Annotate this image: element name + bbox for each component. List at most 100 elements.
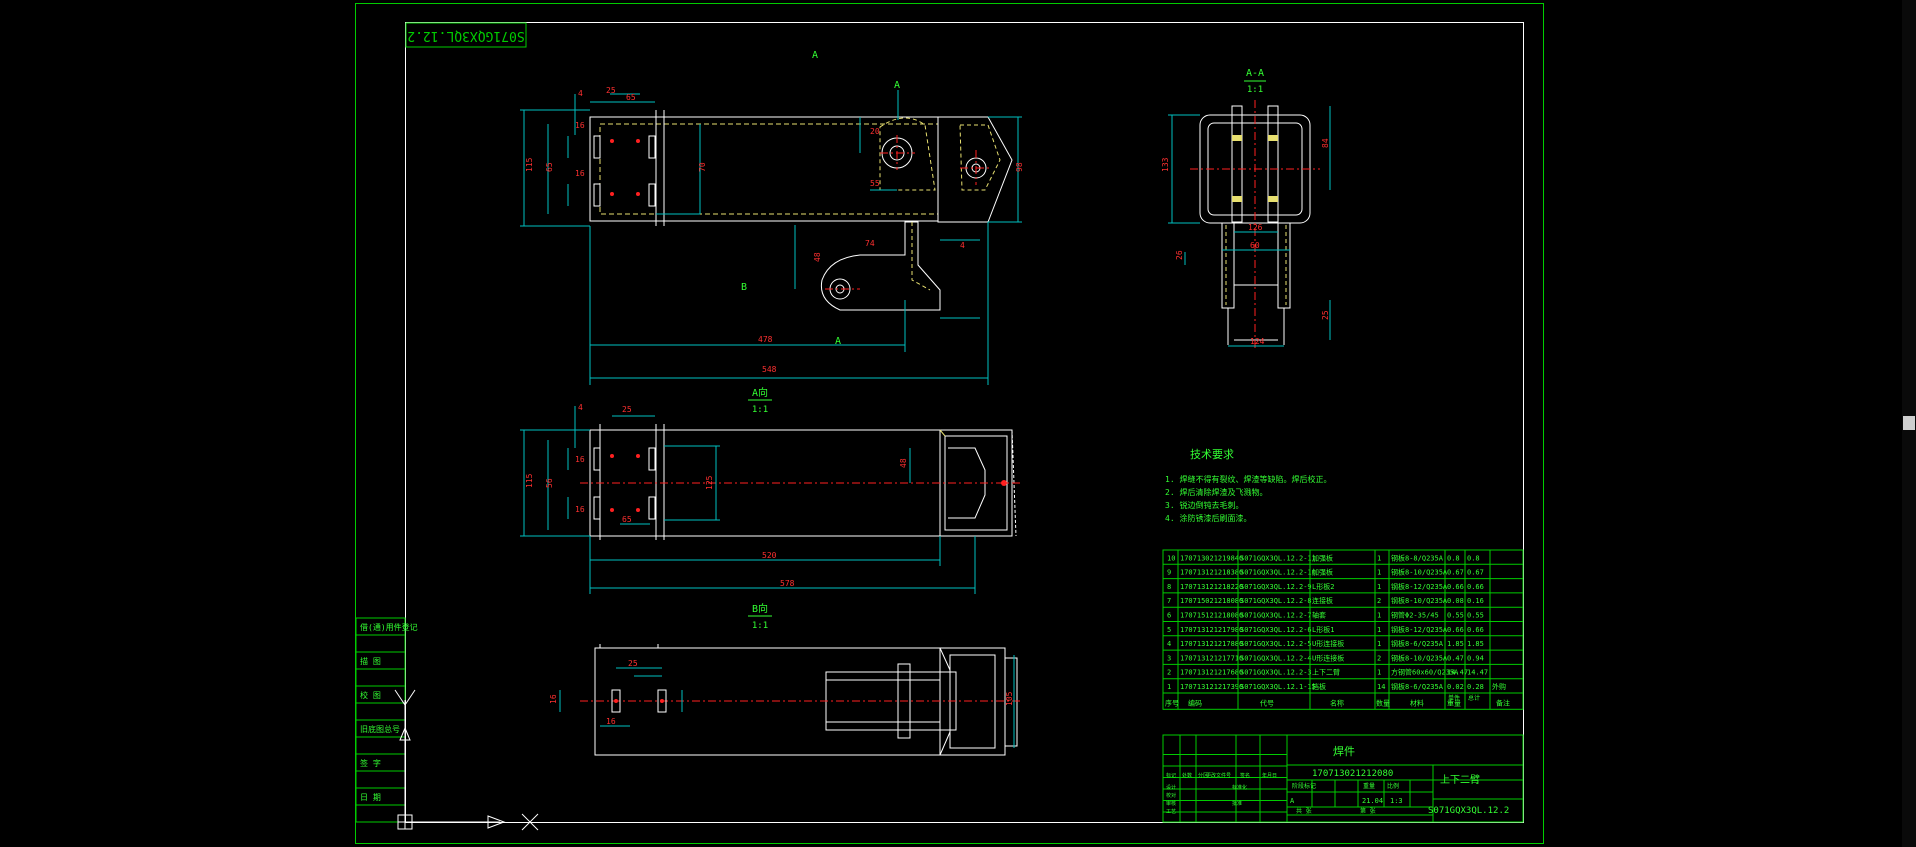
section-ref-A-cut: A	[894, 80, 900, 91]
bom-cell: 5	[1167, 626, 1171, 634]
bom-cell: 1	[1377, 669, 1381, 677]
dim-label: 65	[622, 515, 632, 524]
tech-req-item: 4. 涂防锈漆后刷面漆。	[1165, 513, 1251, 523]
bom-cell: 钢板8-6/Q235A	[1391, 682, 1444, 691]
dim-label: 25	[628, 659, 638, 668]
bom-cell: 1.85	[1447, 640, 1464, 648]
bom-cell: 上下二臂	[1312, 668, 1340, 677]
title-header-label: 更改文件号	[1206, 772, 1231, 779]
section-AA-title: A-A	[1246, 68, 1264, 79]
bom-cell: 170713121217680	[1180, 669, 1243, 677]
bom-cell: 14	[1377, 683, 1385, 691]
bom-unit-label: 单件	[1448, 694, 1460, 702]
view-B-scale: 1:1	[752, 621, 768, 631]
dim-label: 133	[1161, 157, 1170, 172]
bom-cell: 钢板8-8/Q235A	[1391, 553, 1444, 562]
dim-label: 25	[622, 405, 632, 414]
sheet-outer-border	[355, 3, 1544, 844]
title-weight-label: 重量	[1363, 782, 1375, 790]
view-A: A向 1:1	[520, 386, 1020, 594]
dim-label: 20	[870, 127, 880, 136]
bom-cell: 1	[1377, 569, 1381, 577]
bom-cell: 6	[1167, 612, 1171, 620]
dim-label: 4	[578, 403, 583, 412]
view-A-title: A向	[752, 386, 768, 399]
bom-cell: 14.47	[1467, 669, 1488, 677]
tech-req-title: 技术要求	[1190, 448, 1234, 461]
bom-cell: 钢板8-10/Q235A	[1391, 568, 1448, 577]
bom-cell: 0.66	[1447, 626, 1464, 634]
bom-cell: 14.47	[1447, 669, 1468, 677]
title-part-code: 170713021212080	[1312, 769, 1393, 779]
bom-cell: 170713121217980	[1180, 626, 1243, 634]
bom-cell: S071GQX3QL.12.2-3	[1240, 669, 1312, 677]
bom-cell: 170713121218220	[1180, 583, 1243, 591]
tech-req-item: 1. 焊缝不得有裂纹、焊渣等缺陷。焊后校正。	[1165, 474, 1331, 484]
dim-label: 70	[698, 162, 707, 172]
bom-cell: S071GQX3QL.12.2-5	[1240, 640, 1312, 648]
bom-cell: 170713121217390	[1180, 683, 1243, 691]
bom-cell: 轴套	[1312, 611, 1326, 620]
bom-total-label: 总计	[1468, 694, 1480, 702]
bom-header-cell: 编码	[1188, 698, 1202, 707]
bom-cell: S071GQX3QL.12.1-15	[1240, 683, 1316, 691]
title-block: 焊件170713021212080上下二臂S071GQX3QL.12.2阶段标记…	[1162, 734, 1524, 823]
title-scale-label: 比例	[1387, 782, 1399, 790]
bom-cell: 2	[1377, 654, 1381, 662]
dim-label: 74	[865, 239, 875, 248]
bom-cell: 2	[1377, 597, 1381, 605]
bom-cell: 1	[1377, 626, 1381, 634]
title-role-label: 标准化	[1232, 784, 1247, 791]
title-stage-value: A	[1290, 797, 1295, 805]
bom-cell: S071GQX3QL.12.2-8	[1240, 597, 1312, 605]
bom-cell: 0.67	[1447, 569, 1464, 577]
title-sheet: 第 张	[1360, 807, 1376, 815]
bom-cell: 钢板8-10/Q235A	[1391, 653, 1448, 662]
dim-label: 25	[1321, 310, 1330, 320]
bom-cell: S071GQX3QL.12.2-4	[1240, 654, 1312, 662]
tech-req-item: 3. 锐边倒钝去毛刺。	[1165, 500, 1243, 510]
vertical-scrollbar[interactable]	[1902, 0, 1916, 847]
bom-cell: L形板2	[1312, 582, 1334, 591]
bom-cell: 8	[1167, 583, 1171, 591]
dim-label: 65	[626, 93, 636, 102]
dim-label: 16	[575, 169, 585, 178]
bom-header-cell: 序号	[1165, 698, 1179, 707]
bom-cell: 0.16	[1467, 597, 1484, 605]
bom-cell: 170713121217710	[1180, 654, 1243, 662]
bom-cell: 10	[1167, 554, 1175, 562]
bom-header-cell: 代号	[1260, 698, 1274, 707]
bom-cell: 钢管Φ2-35/45	[1391, 611, 1439, 620]
bom-cell: 加强板	[1312, 568, 1333, 577]
bom-cell: 170715021218080	[1180, 597, 1243, 605]
bom-cell: 0.55	[1447, 612, 1464, 620]
dim-label: 60	[1250, 241, 1260, 250]
bom-header-cell: 名称	[1330, 698, 1344, 707]
bom-cell: L形板1	[1312, 625, 1334, 634]
title-role-label: 设计	[1166, 784, 1176, 791]
scrollbar-thumb[interactable]	[1903, 416, 1915, 430]
bom-cell: 0.67	[1467, 569, 1484, 577]
bom-cell: 170713121218380	[1180, 569, 1243, 577]
bom-cell: S071GQX3QL.12.2-7	[1240, 612, 1312, 620]
dim-label: 115	[525, 157, 534, 172]
left-column-label: 签 字	[360, 758, 381, 768]
bom-cell: 0.08	[1447, 597, 1464, 605]
bom-cell: 1	[1377, 583, 1381, 591]
bom-cell: 挡板	[1312, 682, 1326, 691]
bom-cell: 0.66	[1467, 583, 1484, 591]
bom-cell: 外购	[1492, 682, 1506, 691]
left-column-label: 旧底图总号	[360, 724, 400, 734]
dim-label: 16	[606, 717, 616, 726]
bom-cell: 4	[1167, 640, 1171, 648]
view-B-title: B向	[752, 602, 768, 615]
sheet-inner-border	[405, 22, 1524, 823]
view-A-scale: 1:1	[752, 405, 768, 415]
title-role-label: 校对	[1166, 792, 1176, 799]
ucs-icon	[394, 689, 539, 831]
dim-label: 16	[575, 455, 585, 464]
bom-cell: 0.28	[1467, 683, 1484, 691]
